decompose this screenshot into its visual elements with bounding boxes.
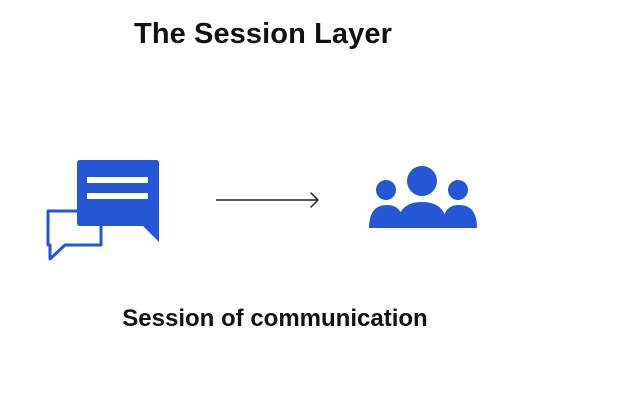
chat-bubbles-icon	[46, 160, 159, 261]
diagram-caption: Session of communication	[122, 305, 428, 332]
people-group-icon	[369, 166, 477, 228]
arrow-right-icon	[216, 192, 319, 208]
diagram-title: The Session Layer	[134, 18, 392, 50]
